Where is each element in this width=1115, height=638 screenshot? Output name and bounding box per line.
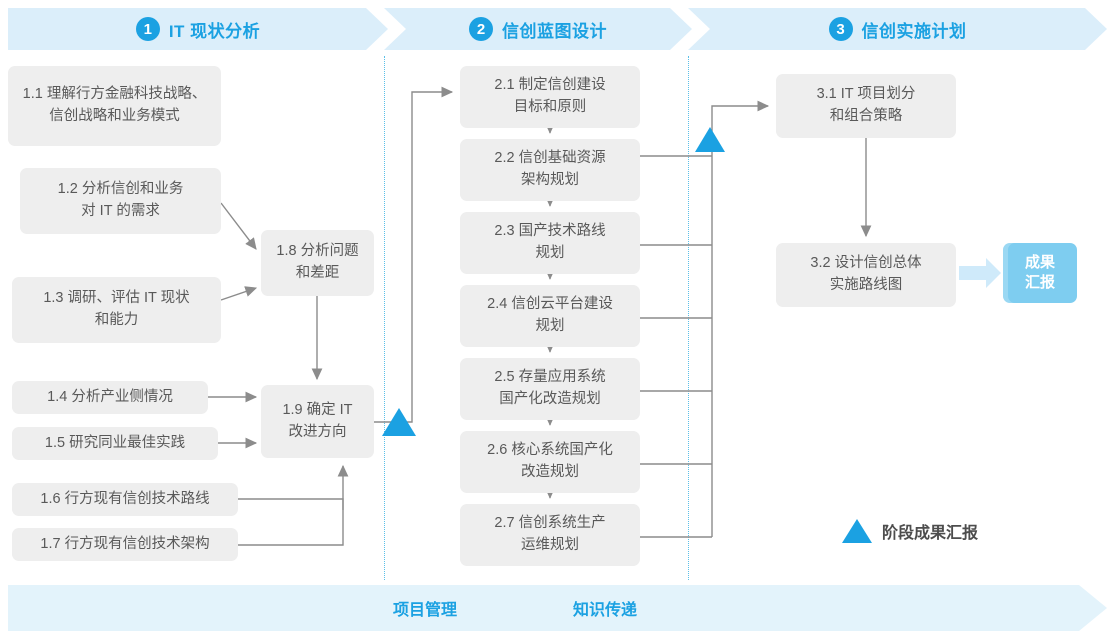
- phase-band-3[interactable]: 3 信创实施计划: [688, 8, 1107, 50]
- task-box-b26[interactable]: 2.6 核心系统国产化 改造规划: [460, 431, 640, 493]
- task-box-b23[interactable]: 2.3 国产技术路线 规划: [460, 212, 640, 274]
- task-box-b22[interactable]: 2.2 信创基础资源 架构规划: [460, 139, 640, 201]
- bottom-label-project-management[interactable]: 项目管理: [393, 602, 458, 619]
- task-box-b15[interactable]: 1.5 研究同业最佳实践: [12, 427, 218, 460]
- milestone-triangle-icon: [842, 519, 872, 543]
- task-box-b31[interactable]: 3.1 IT 项目划分 和组合策略: [776, 74, 956, 138]
- phase-number-badge: 2: [469, 17, 493, 41]
- task-box-b13[interactable]: 1.3 调研、评估 IT 现状 和能力: [12, 277, 221, 343]
- task-box-b18[interactable]: 1.8 分析问题 和差距: [261, 230, 374, 296]
- wire-32-to-result: [959, 258, 1001, 288]
- phase-number-badge: 1: [136, 17, 160, 41]
- phase-header-inner: 3 信创实施计划: [829, 17, 967, 42]
- task-box-b27[interactable]: 2.7 信创系统生产 运维规划: [460, 504, 640, 566]
- legend-label: 阶段成果汇报: [882, 525, 979, 542]
- phase-divider-1: [384, 56, 385, 580]
- milestone-phase1-icon: [382, 408, 416, 436]
- result-report-badge[interactable]: 成果 汇报: [1003, 243, 1077, 303]
- phase-band-2[interactable]: 2 信创蓝图设计: [384, 8, 692, 50]
- wire-19-to-21: [374, 86, 454, 423]
- milestone-phase2-icon: [695, 127, 725, 152]
- legend: 阶段成果汇报: [842, 519, 978, 543]
- task-box-b14[interactable]: 1.4 分析产业侧情况: [12, 381, 208, 414]
- phase-number-badge: 3: [829, 17, 853, 41]
- bottom-label-knowledge-transfer[interactable]: 知识传递: [573, 602, 638, 619]
- wire-16-17-bus: [238, 498, 344, 546]
- phase-band-1[interactable]: 1 IT 现状分析: [8, 8, 388, 50]
- wire-13-to-18: [220, 286, 258, 301]
- task-box-b19[interactable]: 1.9 确定 IT 改进方向: [261, 385, 374, 458]
- phase-title: IT 现状分析: [168, 21, 261, 41]
- task-box-b16[interactable]: 1.6 行方现有信创技术路线: [12, 483, 238, 516]
- phase-divider-2: [688, 56, 689, 580]
- phase-title: 信创蓝图设计: [502, 21, 607, 41]
- phase-title: 信创实施计划: [861, 21, 967, 41]
- task-box-b24[interactable]: 2.4 信创云平台建设 规划: [460, 285, 640, 347]
- task-box-b12[interactable]: 1.2 分析信创和业务 对 IT 的需求: [20, 168, 221, 234]
- bottom-band: [8, 585, 1107, 631]
- wire-12-to-18: [220, 202, 257, 250]
- task-box-b21[interactable]: 2.1 制定信创建设 目标和原则: [460, 66, 640, 128]
- task-box-b25[interactable]: 2.5 存量应用系统 国产化改造规划: [460, 358, 640, 420]
- task-box-b11[interactable]: 1.1 理解行方金融科技战略、 信创战略和业务模式: [8, 66, 221, 146]
- task-box-b32[interactable]: 3.2 设计信创总体 实施路线图: [776, 243, 956, 307]
- phase-header-inner: 1 IT 现状分析: [136, 17, 260, 42]
- task-box-b17[interactable]: 1.7 行方现有信创技术架构: [12, 528, 238, 561]
- phase-header-inner: 2 信创蓝图设计: [469, 17, 607, 42]
- wire-bus-to-31: [711, 100, 770, 537]
